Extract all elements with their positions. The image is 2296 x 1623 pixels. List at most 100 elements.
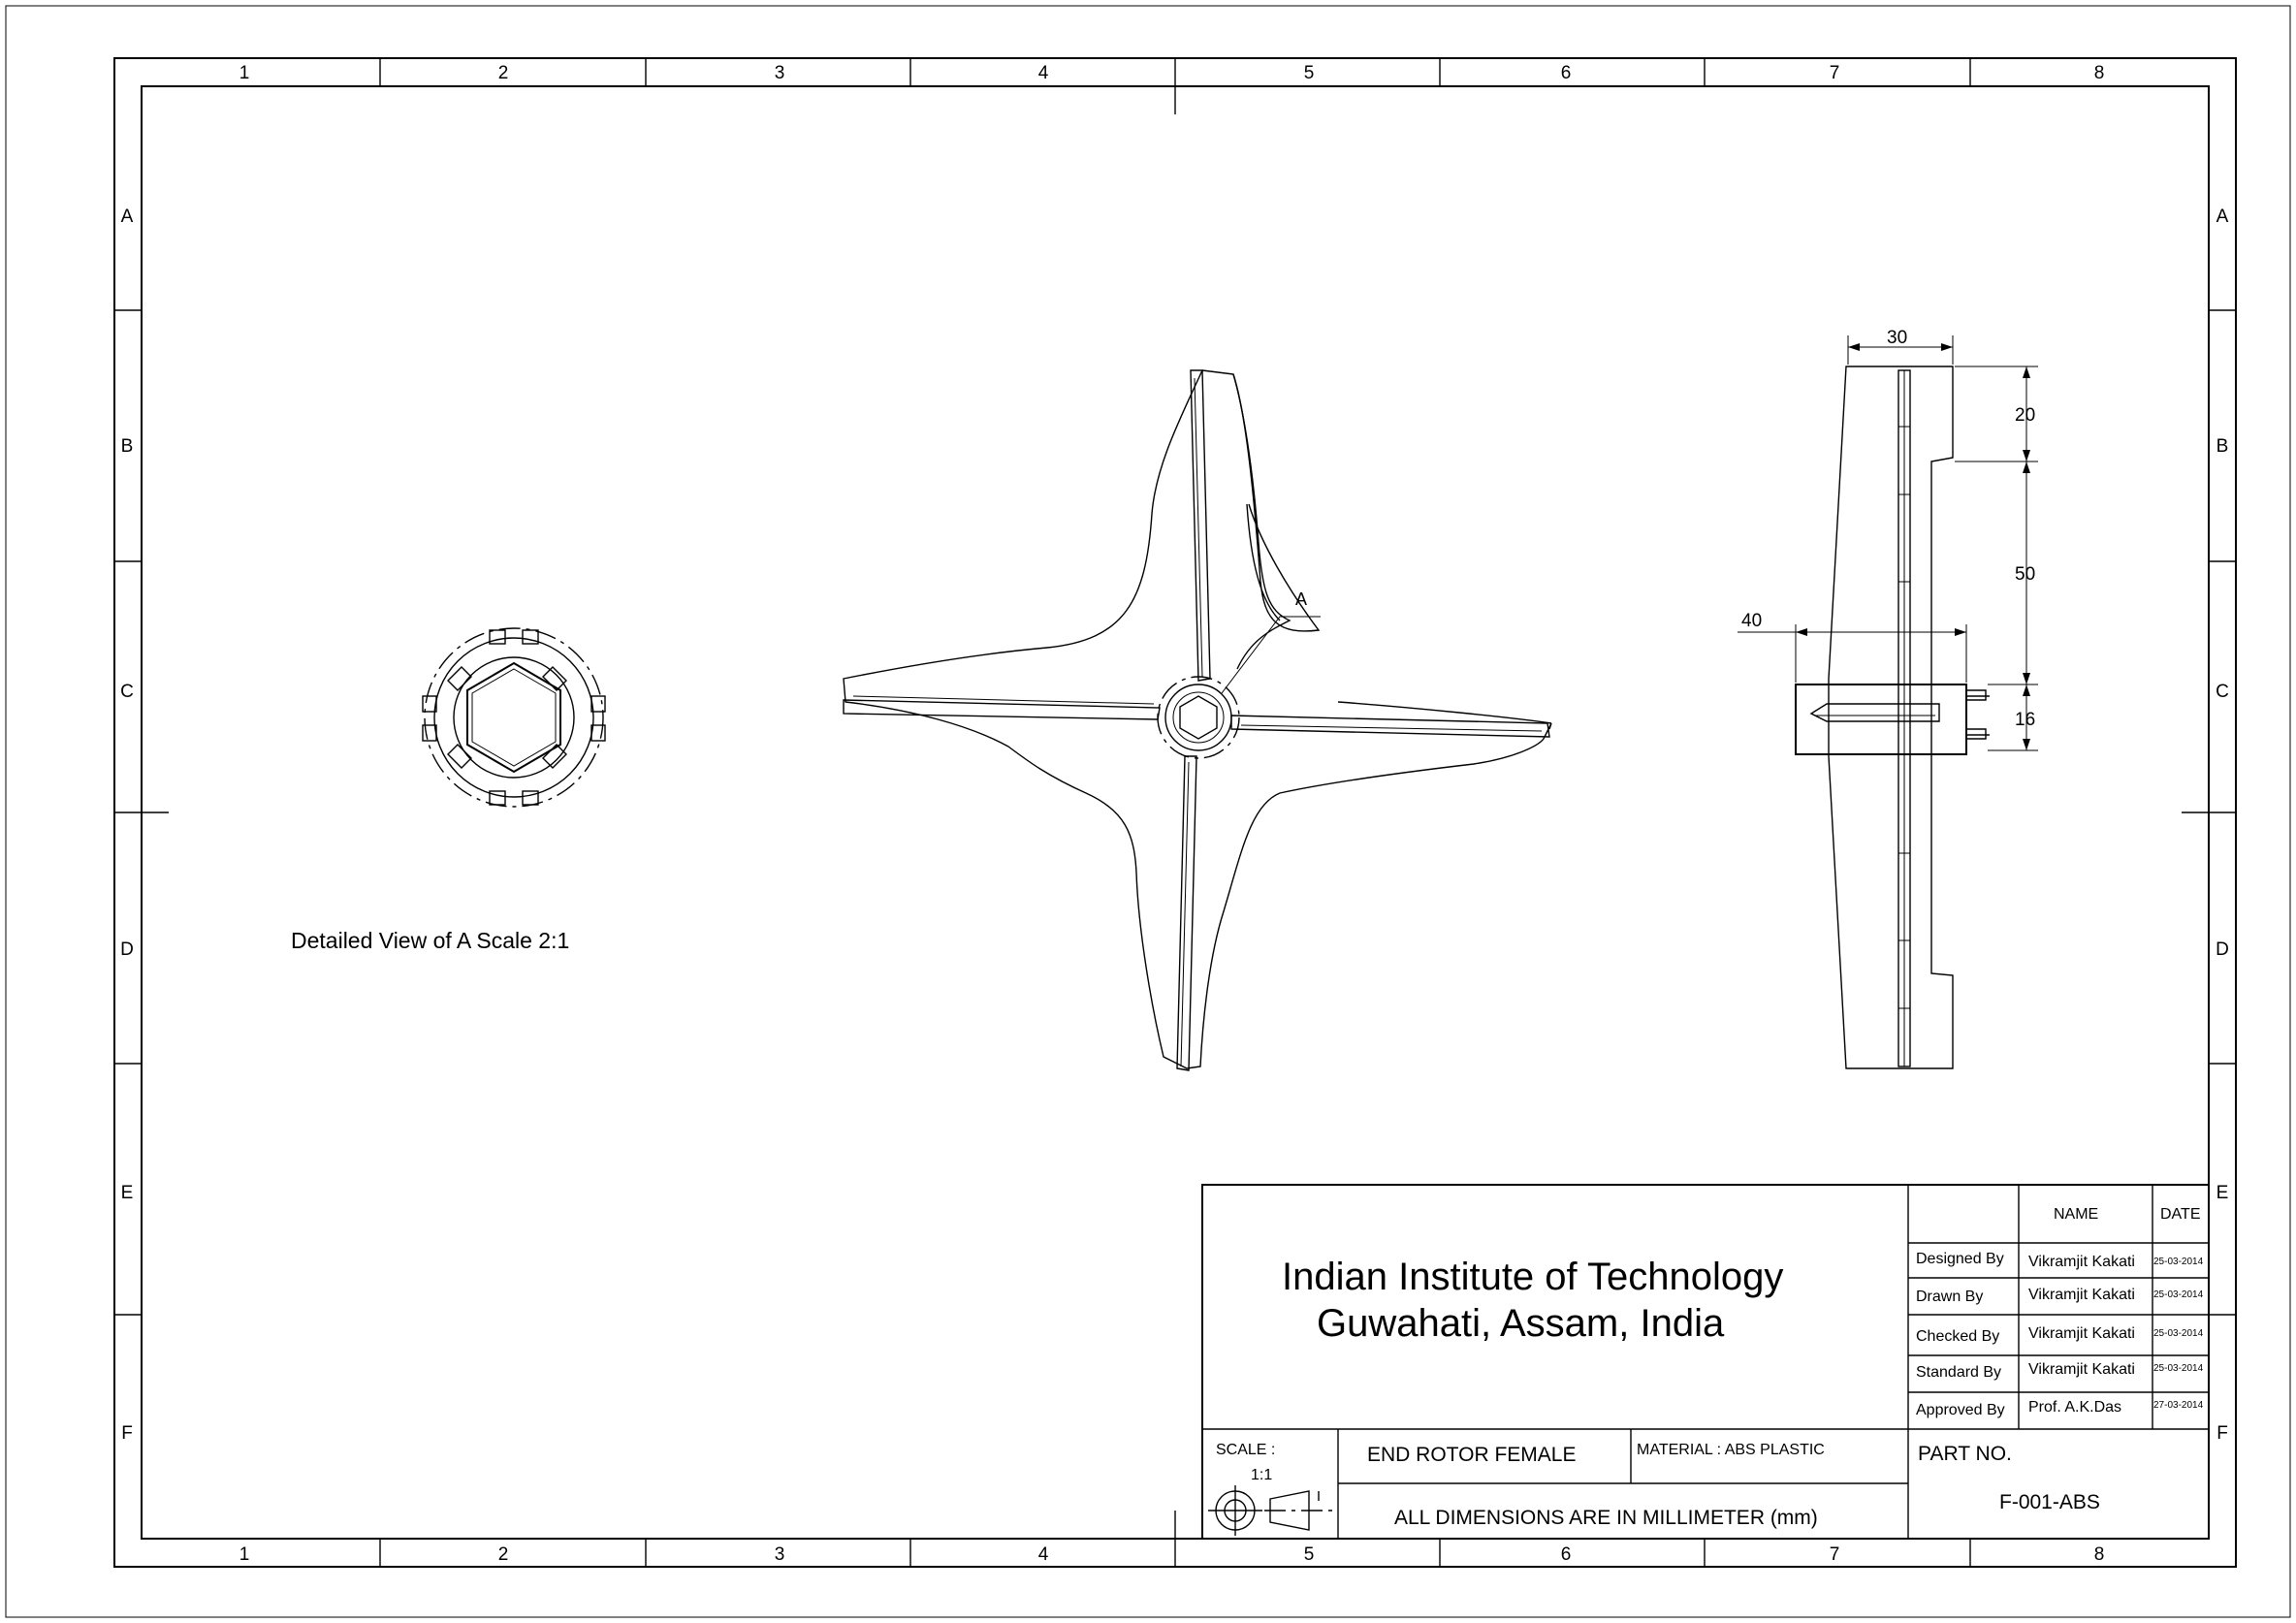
signoff-name: Vikramjit Kakati [2028, 1254, 2135, 1270]
blade-bottom [1176, 755, 1197, 1071]
zone-col-3-top: 3 [775, 63, 785, 83]
side-hub-spline [1965, 684, 1990, 750]
column-zone-dividers [379, 58, 1971, 1567]
signoff-name: Vikramjit Kakati [2028, 1287, 2135, 1303]
signoff-role: Standard By [1916, 1364, 2001, 1381]
sheet-trim [5, 5, 2291, 1618]
zone-col-6-top: 6 [1561, 63, 1572, 83]
zone-row-d-left: D [120, 939, 134, 960]
institute-name: Indian Institute of Technology [1282, 1256, 1783, 1298]
hub-inner-circle [1172, 691, 1225, 744]
zone-row-b-right: B [2216, 436, 2229, 457]
zone-row-f-right: F [2216, 1423, 2228, 1444]
blade-right [1230, 715, 1550, 738]
zone-row-c-right: C [2216, 682, 2229, 702]
zone-col-7-top: 7 [1830, 63, 1840, 83]
first-angle-projection-icon [1208, 1485, 1334, 1536]
zone-row-d-right: D [2216, 939, 2229, 960]
scale-value: 1:1 [1251, 1467, 1272, 1483]
signoff-role: Designed By [1916, 1251, 2004, 1267]
zone-row-f-left: F [121, 1423, 133, 1444]
institute-location: Guwahati, Assam, India [1317, 1302, 1725, 1345]
hub-dashed-circle [1157, 676, 1240, 759]
row-zone-labels-right: A B C D E F [2216, 207, 2229, 1444]
signoff-date: 25-03-2014 [2153, 1257, 2204, 1267]
title-block: Indian Institute of Technology Guwahati,… [1201, 1184, 2210, 1540]
zone-row-a-right: A [2216, 207, 2229, 227]
front-view-rotor: A [843, 369, 1552, 1071]
units-note: ALL DIMENSIONS ARE IN MILLIMETER (mm) [1394, 1507, 1818, 1529]
header-date: DATE [2160, 1206, 2200, 1223]
dim-40-label: 40 [1741, 611, 1762, 631]
signoff-role: Approved By [1916, 1402, 2005, 1418]
dim-50-label: 50 [2015, 564, 2035, 585]
zone-col-4-top: 4 [1038, 63, 1049, 83]
row-zone-dividers [114, 309, 2236, 1316]
detail-hex-inner [471, 668, 557, 767]
hub-circle [1164, 684, 1232, 751]
blade-top [1190, 369, 1211, 682]
zone-col-1-bottom: 1 [239, 1544, 250, 1565]
zone-row-e-right: E [2216, 1183, 2229, 1203]
zone-col-8-bottom: 8 [2094, 1544, 2105, 1565]
dim-16-label: 16 [2015, 710, 2035, 730]
detail-ring-inner [453, 656, 575, 779]
signoff-date: 25-03-2014 [2153, 1289, 2204, 1300]
dim-30-label: 30 [1887, 328, 1907, 348]
signoff-date: 25-03-2014 [2153, 1363, 2204, 1374]
zone-col-3-bottom: 3 [775, 1544, 785, 1565]
part-no-value: F-001-ABS [1999, 1491, 2100, 1513]
column-zone-labels-top: 1 2 3 4 5 6 7 8 [239, 63, 2105, 83]
zone-col-7-bottom: 7 [1830, 1544, 1840, 1565]
signoff-date: 27-03-2014 [2153, 1400, 2204, 1411]
detail-view-a: Detailed View of A Scale 2:1 [291, 627, 606, 953]
dim-40: 40 [1738, 611, 1967, 683]
signoff-rows: Designed By Vikramjit Kakati 25-03-2014 … [1916, 1251, 2204, 1418]
rotor-outline [843, 369, 1552, 1069]
zone-col-6-bottom: 6 [1561, 1544, 1572, 1565]
dim-30: 30 [1847, 328, 1954, 365]
zone-col-2-top: 2 [498, 63, 509, 83]
zone-col-8-top: 8 [2094, 63, 2105, 83]
side-hub-slot [1809, 703, 1940, 722]
side-body-outline [1828, 366, 1954, 1069]
side-view: 30 20 50 16 40 [1738, 328, 2038, 1069]
scale-label: SCALE : [1216, 1442, 1275, 1458]
signoff-name: Vikramjit Kakati [2028, 1325, 2135, 1342]
column-zone-labels-bottom: 1 2 3 4 5 6 7 8 [239, 1544, 2105, 1565]
signoff-date: 25-03-2014 [2153, 1328, 2204, 1339]
side-shaft-ticks [1898, 426, 1910, 1009]
zone-row-b-left: B [121, 436, 134, 457]
detail-spline-teeth [422, 629, 606, 806]
side-hub-block [1795, 684, 1967, 755]
dim-vertical-chain: 20 50 16 [1955, 366, 2038, 751]
part-title: END ROTOR FEMALE [1367, 1444, 1576, 1466]
detail-ring-outer [433, 637, 594, 798]
title-block-frame [1201, 1184, 2210, 1540]
dim-20-label: 20 [2015, 405, 2035, 426]
zone-row-e-left: E [121, 1183, 134, 1203]
signoff-name: Prof. A.K.Das [2028, 1399, 2121, 1416]
detail-outer-circle [424, 627, 604, 808]
header-name: NAME [2054, 1206, 2098, 1223]
zone-col-5-bottom: 5 [1304, 1544, 1315, 1565]
row-zone-labels-left: A B C D E F [120, 207, 134, 1444]
detail-a-marker: A [1295, 589, 1307, 609]
zone-row-c-left: C [120, 682, 134, 702]
zone-row-a-left: A [121, 207, 134, 227]
zone-col-5-top: 5 [1304, 63, 1315, 83]
detail-view-caption: Detailed View of A Scale 2:1 [291, 928, 569, 953]
detail-a-leader [1221, 616, 1321, 694]
signoff-role: Checked By [1916, 1328, 1999, 1345]
part-no-label: PART NO. [1918, 1443, 2012, 1465]
material: MATERIAL : ABS PLASTIC [1637, 1442, 1825, 1458]
detail-hex-socket [466, 661, 561, 774]
zone-col-2-bottom: 2 [498, 1544, 509, 1565]
zone-col-4-bottom: 4 [1038, 1544, 1049, 1565]
signoff-name: Vikramjit Kakati [2028, 1361, 2135, 1378]
blade-edge-upper-right [1232, 373, 1292, 670]
signoff-role: Drawn By [1916, 1289, 1983, 1305]
hub-hex [1179, 695, 1218, 740]
zone-col-1-top: 1 [239, 63, 250, 83]
